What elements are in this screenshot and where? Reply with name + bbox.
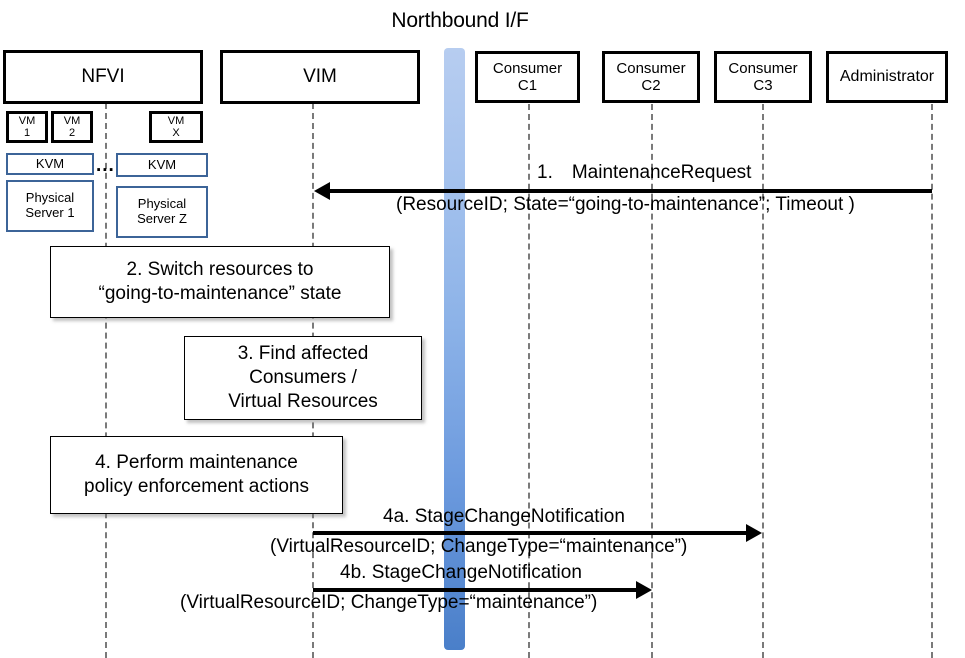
actor-box-nfvi[interactable]: NFVI xyxy=(3,50,203,104)
physical-server-1-line2: Server 1 xyxy=(25,205,75,220)
vm-box-x[interactable]: VM X xyxy=(149,111,203,143)
kvm-box-2[interactable]: KVM xyxy=(116,153,208,177)
page-title: Northbound I/F xyxy=(391,9,529,32)
message-4a-title: 4a. StageChangeNotification xyxy=(383,506,625,527)
message-4a-params: (VirtualResourceID; ChangeType=“maintena… xyxy=(270,536,688,557)
lifeline-consumer-c1 xyxy=(528,104,530,658)
step-box-3[interactable]: 3. Find affected Consumers / Virtual Res… xyxy=(184,336,422,420)
vm-sublabel-1: 1 xyxy=(23,127,31,139)
message-4b-title: 4b. StageChangeNotification xyxy=(340,562,582,583)
step-box-2-line1: 2. Switch resources to xyxy=(126,258,314,280)
step-box-4[interactable]: 4. Perform maintenance policy enforcemen… xyxy=(50,436,343,514)
actor-sublabel-consumer-c2: C2 xyxy=(641,77,661,94)
actor-label-administrator: Administrator xyxy=(839,67,935,85)
actor-label-vim: VIM xyxy=(303,66,337,88)
nfvi-ellipsis: ... xyxy=(96,155,115,176)
step-box-3-line3: Virtual Resources xyxy=(228,391,378,413)
lifeline-consumer-c3 xyxy=(762,104,764,658)
step-box-3-line1: 3. Find affected xyxy=(237,342,369,364)
actor-box-administrator[interactable]: Administrator xyxy=(826,51,948,103)
message-1-title: 1. MaintenanceRequest xyxy=(537,162,752,183)
actor-box-vim[interactable]: VIM xyxy=(220,50,420,104)
step-box-2[interactable]: 2. Switch resources to “going-to-mainten… xyxy=(50,246,390,318)
vm-label-1: VM xyxy=(18,114,36,127)
actor-label-nfvi: NFVI xyxy=(81,66,125,88)
step-box-3-line2: Consumers / xyxy=(249,366,357,388)
actor-label-consumer-c1: Consumer xyxy=(492,59,563,77)
vm-box-1[interactable]: VM 1 xyxy=(6,111,48,143)
message-4b-params: (VirtualResourceID; ChangeType=“maintena… xyxy=(180,592,598,613)
actor-box-consumer-c2[interactable]: Consumer C2 xyxy=(602,51,700,103)
northbound-interface-bar xyxy=(444,48,465,650)
vm-sublabel-x: X xyxy=(172,127,180,139)
actor-box-consumer-c3[interactable]: Consumer C3 xyxy=(714,51,812,103)
step-box-4-line1: 4. Perform maintenance xyxy=(95,451,298,473)
actor-sublabel-consumer-c1: C1 xyxy=(517,77,538,94)
message-1-arrow-head xyxy=(314,182,330,200)
step-box-2-line2: “going-to-maintenance” state xyxy=(98,283,342,304)
message-4a-arrow-line xyxy=(313,531,746,535)
lifeline-consumer-c2 xyxy=(651,104,653,658)
vm-sublabel-2: 2 xyxy=(68,127,76,139)
message-4b-arrow-head xyxy=(636,581,652,599)
message-1-arrow-line xyxy=(330,189,932,193)
physical-server-z[interactable]: Physical Server Z xyxy=(116,186,208,238)
vm-label-2: VM xyxy=(63,114,81,127)
kvm-label-2: KVM xyxy=(147,156,177,172)
actor-label-consumer-c2: Consumer xyxy=(616,59,686,77)
step-box-4-line2: policy enforcement actions xyxy=(84,476,309,497)
physical-server-z-line1: Physical xyxy=(137,196,187,212)
message-1-params: (ResourceID; State=“going-to-maintenance… xyxy=(396,194,855,215)
kvm-label-1: KVM xyxy=(35,155,65,171)
physical-server-1-line1: Physical xyxy=(25,190,75,206)
vm-label-x: VM xyxy=(167,114,185,127)
lifeline-nfvi xyxy=(105,103,107,658)
vm-box-2[interactable]: VM 2 xyxy=(51,111,93,143)
message-4a-arrow-head xyxy=(746,524,762,542)
physical-server-1[interactable]: Physical Server 1 xyxy=(6,180,94,232)
physical-server-z-line2: Server Z xyxy=(137,211,187,226)
actor-box-consumer-c1[interactable]: Consumer C1 xyxy=(475,51,580,103)
message-4b-arrow-line xyxy=(313,588,636,592)
actor-sublabel-consumer-c3: C3 xyxy=(753,77,773,94)
actor-label-consumer-c3: Consumer xyxy=(728,59,798,77)
lifeline-administrator xyxy=(931,104,933,658)
kvm-box-1[interactable]: KVM xyxy=(6,153,94,175)
